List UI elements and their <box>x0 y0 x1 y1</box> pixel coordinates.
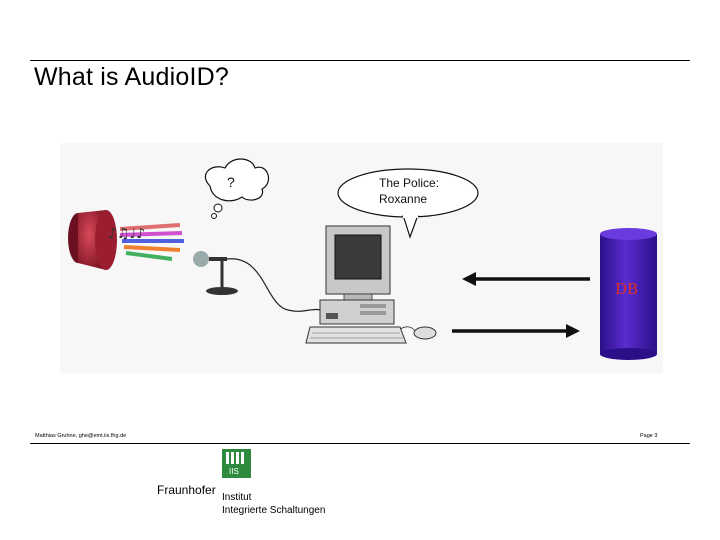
institute-line2: Integrierte Schaltungen <box>222 505 326 516</box>
speech-line1: The Police: <box>379 176 439 190</box>
brand-name: Fraunhofer <box>157 483 216 497</box>
computer-icon <box>305 225 437 344</box>
institute-line1: Institut <box>222 492 252 503</box>
arrow-right-icon <box>452 324 580 338</box>
database-icon: DB <box>600 228 657 360</box>
thought-bubble: ? <box>204 158 270 219</box>
logo-mark-text: IIS <box>229 467 239 476</box>
fraunhofer-logo-icon: IIS <box>222 449 251 478</box>
footer-rule <box>30 443 690 444</box>
footer-author: Matthias Gruhne, ghe@emt.iis.fhg.de <box>35 433 127 439</box>
institute-name: Institut Integrierte Schaltungen <box>222 491 325 517</box>
speech-line2: Roxanne <box>379 192 427 206</box>
mic-cable <box>226 258 331 316</box>
speaker-icon <box>68 210 117 270</box>
svg-text:♪♫♩♪: ♪♫♩♪ <box>108 226 145 242</box>
database-label: DB <box>615 280 638 298</box>
diagram-svg: ♪♫♩♪ ? The Police: Roxanne <box>68 158 657 360</box>
microphone-icon <box>193 251 238 295</box>
footer-page: Page 3 <box>640 433 658 439</box>
thought-question: ? <box>227 174 235 190</box>
speech-bubble: The Police: Roxanne <box>337 168 479 239</box>
sound-waves-icon: ♪♫♩♪ <box>108 223 184 261</box>
title-rule <box>30 60 690 61</box>
slide-title: What is AudioID? <box>34 63 229 91</box>
diagram-scene: ♪♫♩♪ ? The Police: Roxanne <box>60 143 663 373</box>
arrow-left-icon <box>462 272 590 286</box>
